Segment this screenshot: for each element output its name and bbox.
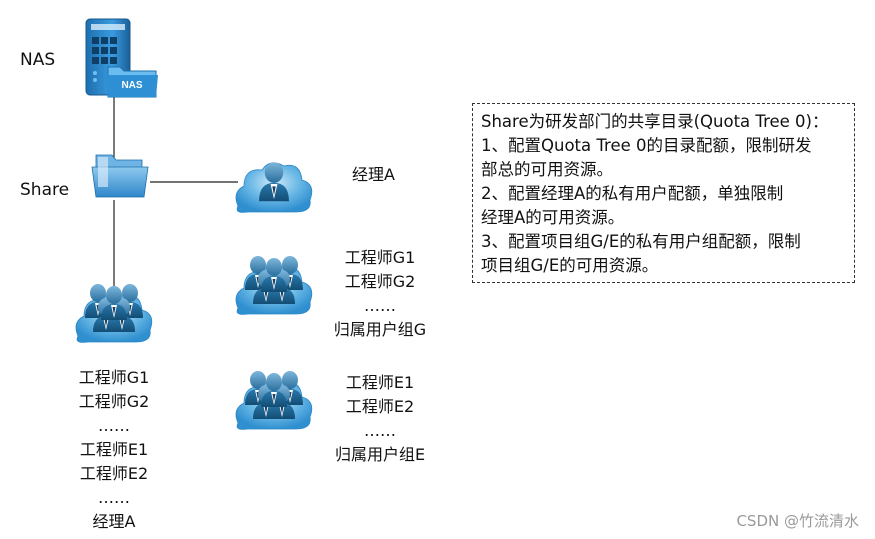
group-e-labels: 工程师E1 工程师E2 …… 归属用户组E (330, 371, 430, 467)
all-users-line: 工程师E2 (79, 464, 149, 483)
group-g-line: 工程师G1 (344, 248, 416, 267)
group-e-line: 工程师E2 (345, 397, 415, 416)
all-users-line: 工程师G1 (78, 368, 150, 387)
all-users-labels: 工程师G1 工程师G2 …… 工程师E1 工程师E2 …… 经理A (64, 366, 164, 534)
manager-a-label: 经理A (352, 163, 395, 187)
all-users-line: 经理A (92, 512, 136, 531)
group-g-line: 工程师G2 (344, 272, 416, 291)
group-g-labels: 工程师G1 工程师G2 …… 归属用户组G (330, 246, 430, 342)
nas-badge-text: NAS (121, 80, 142, 91)
info-box: Share为研发部门的共享目录(Quota Tree 0)： 1、配置Quota… (472, 103, 855, 283)
group-g-line: …… (364, 296, 396, 315)
all-users-line: 工程师E1 (79, 440, 149, 459)
nas-label: NAS (20, 50, 56, 70)
group-e-line: …… (364, 421, 396, 440)
share-folder-icon (91, 154, 149, 198)
group-g-cloud-icon (235, 256, 313, 315)
info-line: 项目组G/E的可用资源。 (481, 256, 659, 275)
nas-server-icon (85, 18, 158, 98)
info-line: Share为研发部门的共享目录(Quota Tree 0)： (481, 112, 829, 131)
all-users-line: …… (98, 488, 130, 507)
info-line: 2、配置经理A的私有用户配额，单独限制 (481, 184, 784, 203)
info-line: 部总的可用资源。 (481, 160, 613, 179)
info-line: 1、配置Quota Tree 0的目录配额，限制研发 (481, 136, 812, 155)
info-line: 3、配置项目组G/E的私有用户组配额，限制 (481, 232, 801, 251)
all-users-cloud-icon (75, 284, 153, 343)
group-e-cloud-icon (235, 371, 313, 430)
all-users-line: 工程师G2 (78, 392, 150, 411)
group-g-line: 归属用户组G (333, 320, 427, 339)
manager-a-cloud-icon (235, 162, 313, 213)
info-line: 经理A的可用资源。 (481, 208, 625, 227)
all-users-line: …… (98, 416, 130, 435)
group-e-line: 工程师E1 (345, 373, 415, 392)
manager-a-line: 经理A (352, 165, 395, 184)
share-label: Share (20, 180, 70, 200)
group-e-line: 归属用户组E (334, 445, 426, 464)
watermark: CSDN @竹流清水 (736, 512, 859, 530)
